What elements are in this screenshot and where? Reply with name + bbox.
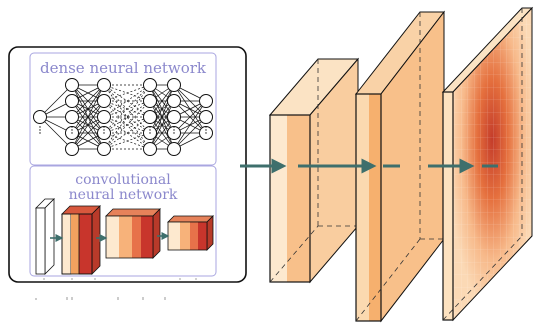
ellipsis-dot [103,126,105,128]
dense-node [65,142,79,156]
dense-edge [71,84,105,134]
dense-edge [103,100,151,150]
dense-node [33,110,47,124]
dense-network [33,78,213,156]
dense-node [167,78,181,92]
dense-edge [71,116,105,150]
dense-edge [103,116,151,150]
dense-edge [149,100,175,150]
conv-label-line2: neural network [69,187,178,203]
ellipsis-dot [103,132,105,134]
dense-box [29,52,217,166]
feature-slab-1 [268,57,360,284]
dense-node [199,110,213,124]
dense-node [97,110,111,124]
ellipsis-dot [173,129,175,131]
inset-panel: dense neural network convolutional neura… [8,46,247,283]
dense-edge [103,84,151,102]
ellipsis-dot [103,129,105,131]
dense-edge [39,84,73,118]
dense-edge [173,116,207,150]
dense-edge [103,84,151,150]
ellipsis-dot [173,126,175,128]
ellipsis-dot [173,132,175,134]
ellipsis-dot [39,129,41,131]
dense-edge [71,84,105,118]
dense-edge [103,84,151,118]
dense-node [143,94,157,108]
bottom-tick-marks [35,297,166,300]
dense-node [167,142,181,156]
dense-node [167,94,181,108]
mini-block-2 [61,205,101,275]
conv-box [29,165,217,277]
mini-block-4 [167,215,214,251]
dense-edge [149,84,175,134]
ellipsis-dot [205,126,207,128]
mini-conv-network [35,198,214,280]
dense-edge [103,84,151,150]
dense-node [143,78,157,92]
dense-node [199,94,213,108]
dense-edge [39,116,73,150]
dense-node [65,110,79,124]
mini-block-1 [35,198,55,275]
dense-edge [71,100,105,150]
ellipsis-dot [39,126,41,128]
dense-node [143,142,157,156]
ellipsis-dot [149,126,151,128]
dense-label: dense neural network [40,59,207,77]
dense-node [97,142,111,156]
ellipsis-dot [71,129,73,131]
dense-edge [173,100,207,150]
dense-node [97,94,111,108]
ellipsis-dot [205,132,207,134]
dense-edge [103,100,151,134]
dense-node [97,78,111,92]
dense-edge [71,84,105,150]
ellipsis-dot [149,129,151,131]
dense-edge [103,132,151,150]
dense-node [143,110,157,124]
dense-edge [103,84,151,134]
dense-node [65,78,79,92]
mini-block-3 [105,208,161,259]
ellipsis-dot [205,129,207,131]
conv-label-line1: convolutional [75,172,171,188]
ellipsis-dot [149,132,151,134]
mini-tick-marks [43,278,197,280]
feature-slab-2 [354,10,446,323]
dense-node [65,94,79,108]
feature-slab-3-heatmap [441,6,534,322]
dense-node [167,110,181,124]
dense-edge [173,100,207,134]
ellipsis-dot [39,132,41,134]
ellipsis-dot [71,126,73,128]
ellipsis-dot [71,132,73,134]
